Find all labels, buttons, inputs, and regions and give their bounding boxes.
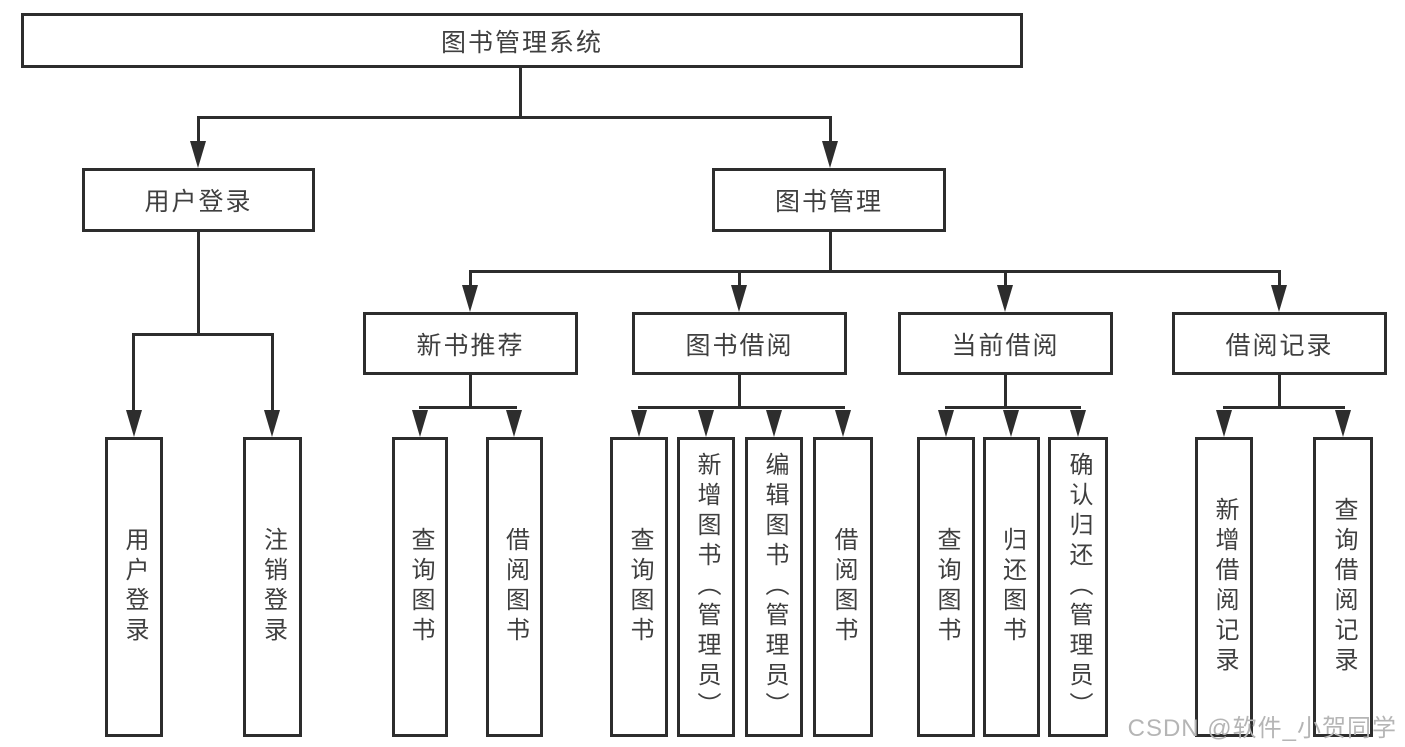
connector-current-borrow-stem xyxy=(1004,375,1007,409)
arrow-book-borrow-leaf-3 xyxy=(766,410,782,437)
connector-drop-book-borrow xyxy=(738,270,741,287)
arrow-current-borrow-leaf-1 xyxy=(938,410,954,437)
connector-level3-horizontal xyxy=(469,270,1281,273)
arrow-borrow-records-leaf-1 xyxy=(1216,410,1232,437)
arrow-new-book-leaf-2 xyxy=(506,410,522,437)
connector-new-book-horizontal xyxy=(419,406,517,409)
leaf-borrow-books: 借阅图书 xyxy=(813,437,873,737)
arrow-book-borrow-leaf-1 xyxy=(631,410,647,437)
leaf-logout-label: 注销登录 xyxy=(259,527,287,647)
leaf-add-books-admin-label: 新增图书（管理员） xyxy=(693,452,720,722)
leaf-add-borrow-record-label: 新增借阅记录 xyxy=(1211,497,1238,677)
connector-level2-horizontal xyxy=(197,116,832,119)
leaf-query-books-borrow: 查询图书 xyxy=(610,437,668,737)
connector-drop-borrow-records xyxy=(1278,270,1281,287)
arrow-to-borrow-records xyxy=(1271,285,1287,312)
node-new-book-recommend: 新书推荐 xyxy=(363,312,578,375)
node-root-label: 图书管理系统 xyxy=(440,28,603,57)
leaf-query-books-current-label: 查询图书 xyxy=(933,527,960,647)
leaf-add-books-admin: 新增图书（管理员） xyxy=(677,437,735,737)
arrow-borrow-records-leaf-2 xyxy=(1335,410,1351,437)
connector-user-login-stem xyxy=(197,232,200,335)
leaf-user-login-label: 用户登录 xyxy=(121,527,148,647)
arrow-new-book-leaf-1 xyxy=(412,410,428,437)
leaf-edit-books-admin: 编辑图书（管理员） xyxy=(745,437,803,737)
node-book-borrow-label: 图书借阅 xyxy=(685,331,794,360)
node-book-management-label: 图书管理 xyxy=(774,188,883,216)
node-book-borrow: 图书借阅 xyxy=(632,312,847,375)
node-user-login-label: 用户登录 xyxy=(144,188,253,216)
arrow-book-borrow-leaf-4 xyxy=(835,410,851,437)
arrow-to-book-borrow xyxy=(731,285,747,312)
node-current-borrow-label: 当前借阅 xyxy=(951,331,1060,360)
node-borrow-records-label: 借阅记录 xyxy=(1225,331,1334,360)
arrow-book-borrow-leaf-2 xyxy=(698,410,714,437)
arrow-to-login-leaf xyxy=(126,410,142,437)
leaf-query-borrow-record-label: 查询借阅记录 xyxy=(1330,497,1357,677)
connector-drop-book-management xyxy=(829,116,832,144)
node-root-library-system: 图书管理系统 xyxy=(21,13,1023,68)
connector-drop-logout-leaf xyxy=(271,333,274,413)
leaf-query-books-borrow-label: 查询图书 xyxy=(626,527,653,647)
connector-book-borrow-horizontal xyxy=(638,406,845,409)
connector-root-stem xyxy=(519,68,522,119)
arrow-to-book-management xyxy=(822,141,838,168)
leaf-borrow-books-recommend-label: 借阅图书 xyxy=(501,527,529,647)
arrow-to-current-borrow xyxy=(997,285,1013,312)
leaf-confirm-return-admin: 确认归还（管理员） xyxy=(1048,437,1108,737)
connector-drop-new-book xyxy=(469,270,472,287)
leaf-borrow-books-recommend: 借阅图书 xyxy=(486,437,543,737)
node-user-login: 用户登录 xyxy=(82,168,315,232)
connector-drop-login-leaf xyxy=(132,333,135,413)
leaf-query-books-current: 查询图书 xyxy=(917,437,975,737)
connector-book-management-stem xyxy=(829,232,832,273)
arrow-to-new-book xyxy=(462,285,478,312)
leaf-return-books: 归还图书 xyxy=(983,437,1040,737)
leaf-add-borrow-record: 新增借阅记录 xyxy=(1195,437,1253,737)
node-borrow-records: 借阅记录 xyxy=(1172,312,1387,375)
leaf-query-books-recommend: 查询图书 xyxy=(392,437,448,737)
leaf-logout: 注销登录 xyxy=(243,437,302,737)
leaf-borrow-books-label: 借阅图书 xyxy=(830,527,857,647)
connector-drop-user-login xyxy=(197,116,200,144)
connector-current-borrow-horizontal xyxy=(945,406,1081,409)
leaf-edit-books-admin-label: 编辑图书（管理员） xyxy=(761,452,788,722)
node-book-management: 图书管理 xyxy=(712,168,946,232)
leaf-return-books-label: 归还图书 xyxy=(998,527,1026,647)
connector-user-login-horizontal xyxy=(132,333,274,336)
arrow-current-borrow-leaf-3 xyxy=(1070,410,1086,437)
leaf-user-login: 用户登录 xyxy=(105,437,163,737)
connector-borrow-records-stem xyxy=(1278,375,1281,409)
connector-new-book-stem xyxy=(469,375,472,409)
connector-drop-current-borrow xyxy=(1004,270,1007,287)
arrow-current-borrow-leaf-2 xyxy=(1003,410,1019,437)
node-current-borrow: 当前借阅 xyxy=(898,312,1113,375)
leaf-query-borrow-record: 查询借阅记录 xyxy=(1313,437,1373,737)
connector-borrow-records-horizontal xyxy=(1223,406,1345,409)
arrow-to-logout-leaf xyxy=(264,410,280,437)
connector-book-borrow-stem xyxy=(738,375,741,409)
node-new-book-recommend-label: 新书推荐 xyxy=(416,331,525,360)
csdn-watermark: CSDN @软件_小贺同学 xyxy=(1127,715,1397,742)
leaf-confirm-return-admin-label: 确认归还（管理员） xyxy=(1065,452,1092,722)
arrow-to-user-login xyxy=(190,141,206,168)
leaf-query-books-recommend-label: 查询图书 xyxy=(407,527,434,647)
